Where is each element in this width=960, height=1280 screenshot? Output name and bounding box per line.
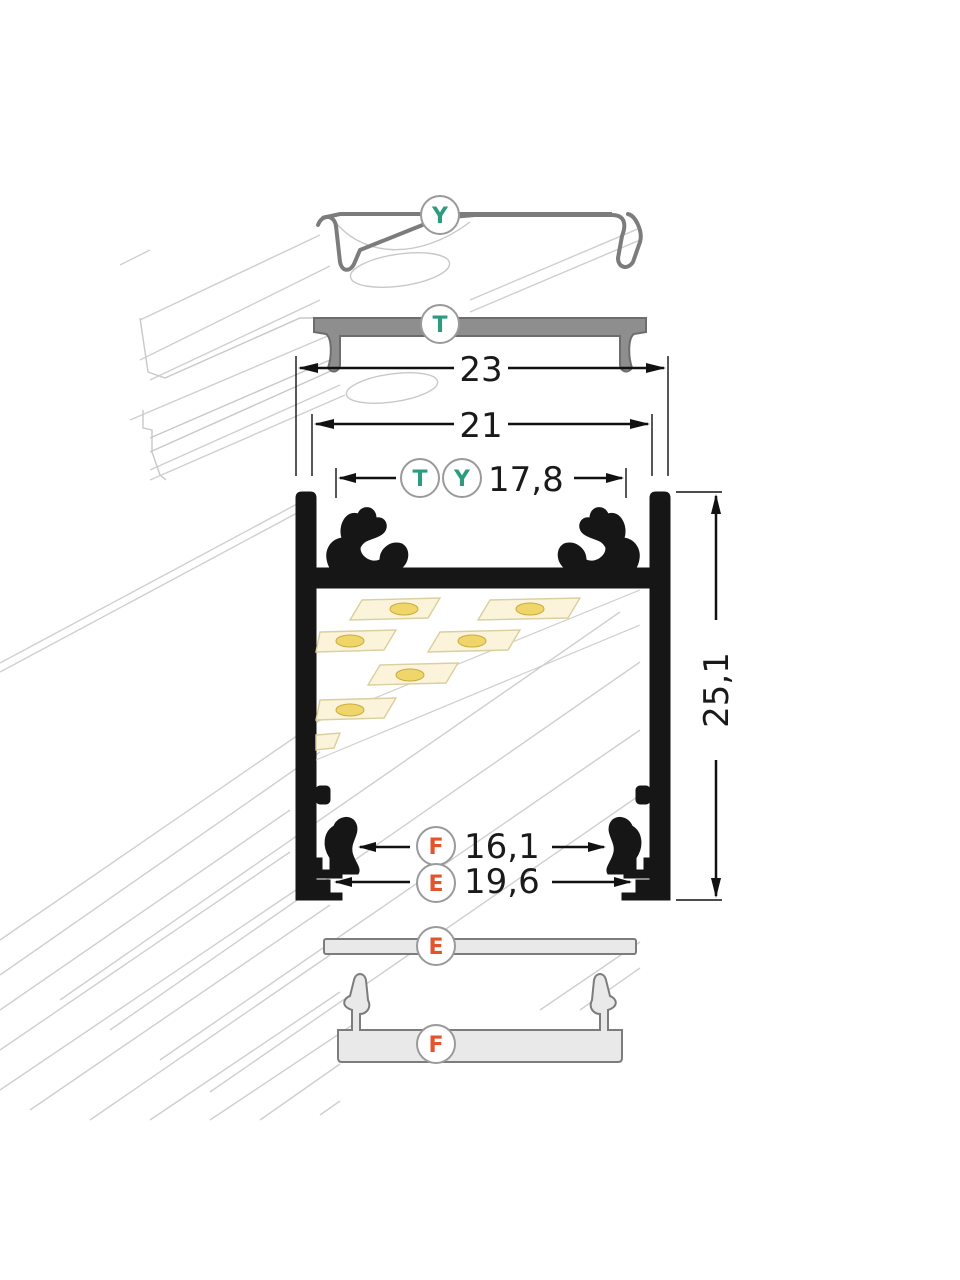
cover-e-shape xyxy=(323,938,637,955)
led-chip xyxy=(457,634,487,648)
dim-width-slot-bottom-e: 19,6 xyxy=(464,862,540,902)
cover-e xyxy=(323,938,637,955)
led-strip xyxy=(315,589,641,761)
badge-cover-y: Y xyxy=(420,195,460,235)
svg-text:E: E xyxy=(428,872,443,897)
profile-right-wall xyxy=(621,491,671,901)
led-chip xyxy=(515,602,545,616)
led-chip xyxy=(335,634,365,648)
dim-height: 25,1 xyxy=(697,652,737,728)
badge-cover-f: F xyxy=(416,1024,456,1064)
led-chip-group xyxy=(315,597,582,751)
svg-text:Y: Y xyxy=(431,204,449,229)
svg-text:F: F xyxy=(428,835,443,860)
led-chip xyxy=(389,602,419,616)
cover-t-shape xyxy=(313,317,647,373)
svg-text:E: E xyxy=(428,935,443,960)
svg-text:T: T xyxy=(432,313,447,338)
led-chip xyxy=(395,668,425,682)
ghost-cover-outlines xyxy=(139,214,471,481)
badge-slot-top-y: Y xyxy=(442,458,482,498)
dim-width-outer: 23 xyxy=(459,350,502,390)
svg-text:F: F xyxy=(428,1033,443,1058)
svg-text:Y: Y xyxy=(453,467,471,492)
cover-f-shape xyxy=(337,973,623,1063)
dim-width-slot-bottom-f: 16,1 xyxy=(464,827,540,867)
led-chip xyxy=(335,703,365,717)
badge-slot-bottom-e: E xyxy=(416,863,456,903)
profile-left-wall xyxy=(295,491,343,901)
badge-slot-bottom-f: F xyxy=(416,826,456,866)
cover-y xyxy=(316,212,643,272)
cover-f xyxy=(337,973,623,1063)
svg-text:T: T xyxy=(412,467,427,492)
cover-t xyxy=(313,317,647,373)
dimension-lines xyxy=(295,356,722,901)
profile-cross-bar xyxy=(315,567,651,589)
dim-width-slot-top: 17,8 xyxy=(488,460,564,500)
dim-width-inner: 21 xyxy=(459,406,502,446)
cover-y-shape xyxy=(316,212,643,272)
badge-cover-t: T xyxy=(420,304,460,344)
extrusion-perspective-lines xyxy=(0,227,641,1121)
badge-slot-top-t: T xyxy=(400,458,440,498)
badge-cover-e: E xyxy=(416,926,456,966)
aluminium-profile xyxy=(295,491,671,901)
